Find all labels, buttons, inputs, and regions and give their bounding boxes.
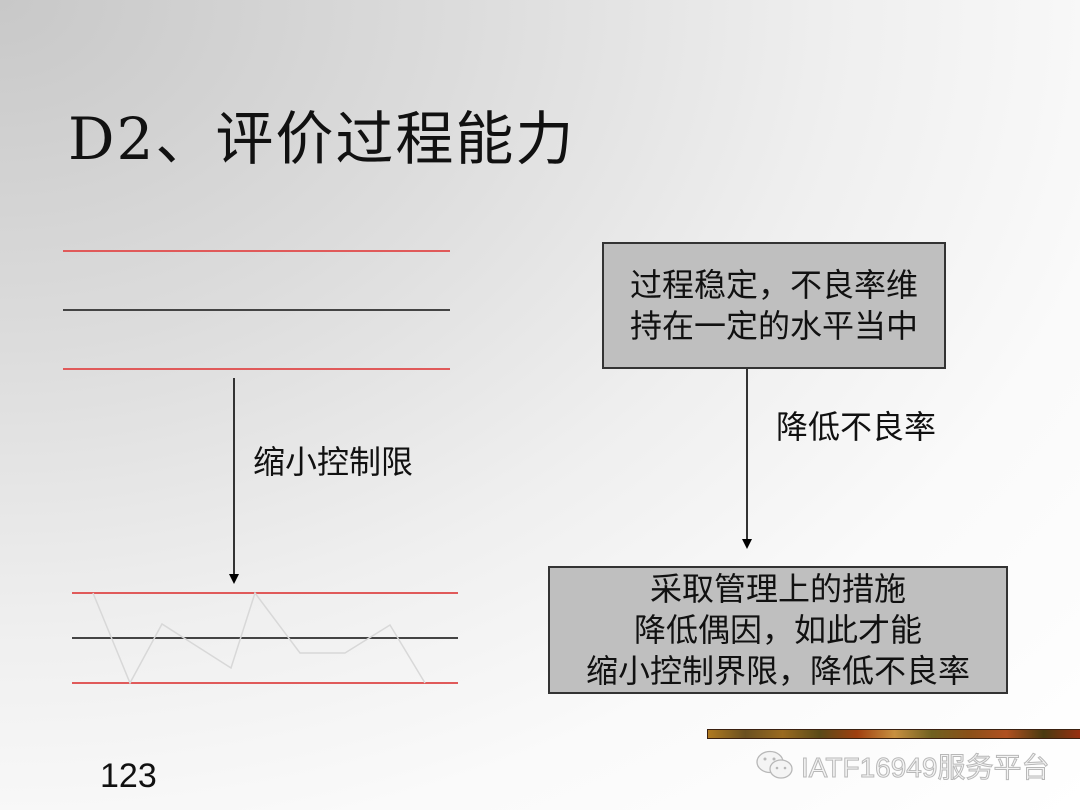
page-number: 123 (100, 757, 157, 795)
stable-process-box: 过程稳定，不良率维 持在一定的水平当中 (602, 242, 946, 369)
action-line-1: 采取管理上的措施 (649, 569, 906, 608)
reduce-defect-label: 降低不良率 (776, 408, 937, 446)
stable-process-line-1: 过程稳定，不良率维 (629, 265, 918, 304)
lower-control-limit-wide (63, 368, 450, 370)
narrow-control-chart (72, 591, 458, 685)
slide-title: D2、评价过程能力 (68, 105, 576, 173)
left-arrow-shaft (233, 378, 235, 576)
wechat-icon (756, 750, 793, 779)
action-line-2: 降低偶因，如此才能 (633, 610, 922, 649)
right-arrow-head-icon (742, 539, 752, 549)
upper-control-limit-wide (63, 250, 450, 252)
action-line-3: 缩小控制界限，降低不良率 (585, 651, 970, 690)
process-data-line (92, 591, 426, 685)
right-arrow-shaft (746, 369, 748, 541)
narrow-limits-label: 缩小控制限 (253, 443, 414, 481)
watermark: IATF16949服务平台 (755, 746, 1050, 786)
center-line-wide (63, 309, 450, 311)
decorative-footer-bar (707, 729, 1080, 739)
watermark-text: IATF16949服务平台 (800, 752, 1050, 784)
left-arrow-head-icon (229, 574, 239, 584)
management-action-box: 采取管理上的措施 降低偶因，如此才能 缩小控制界限，降低不良率 (548, 566, 1008, 694)
stable-process-line-2: 持在一定的水平当中 (629, 306, 918, 345)
